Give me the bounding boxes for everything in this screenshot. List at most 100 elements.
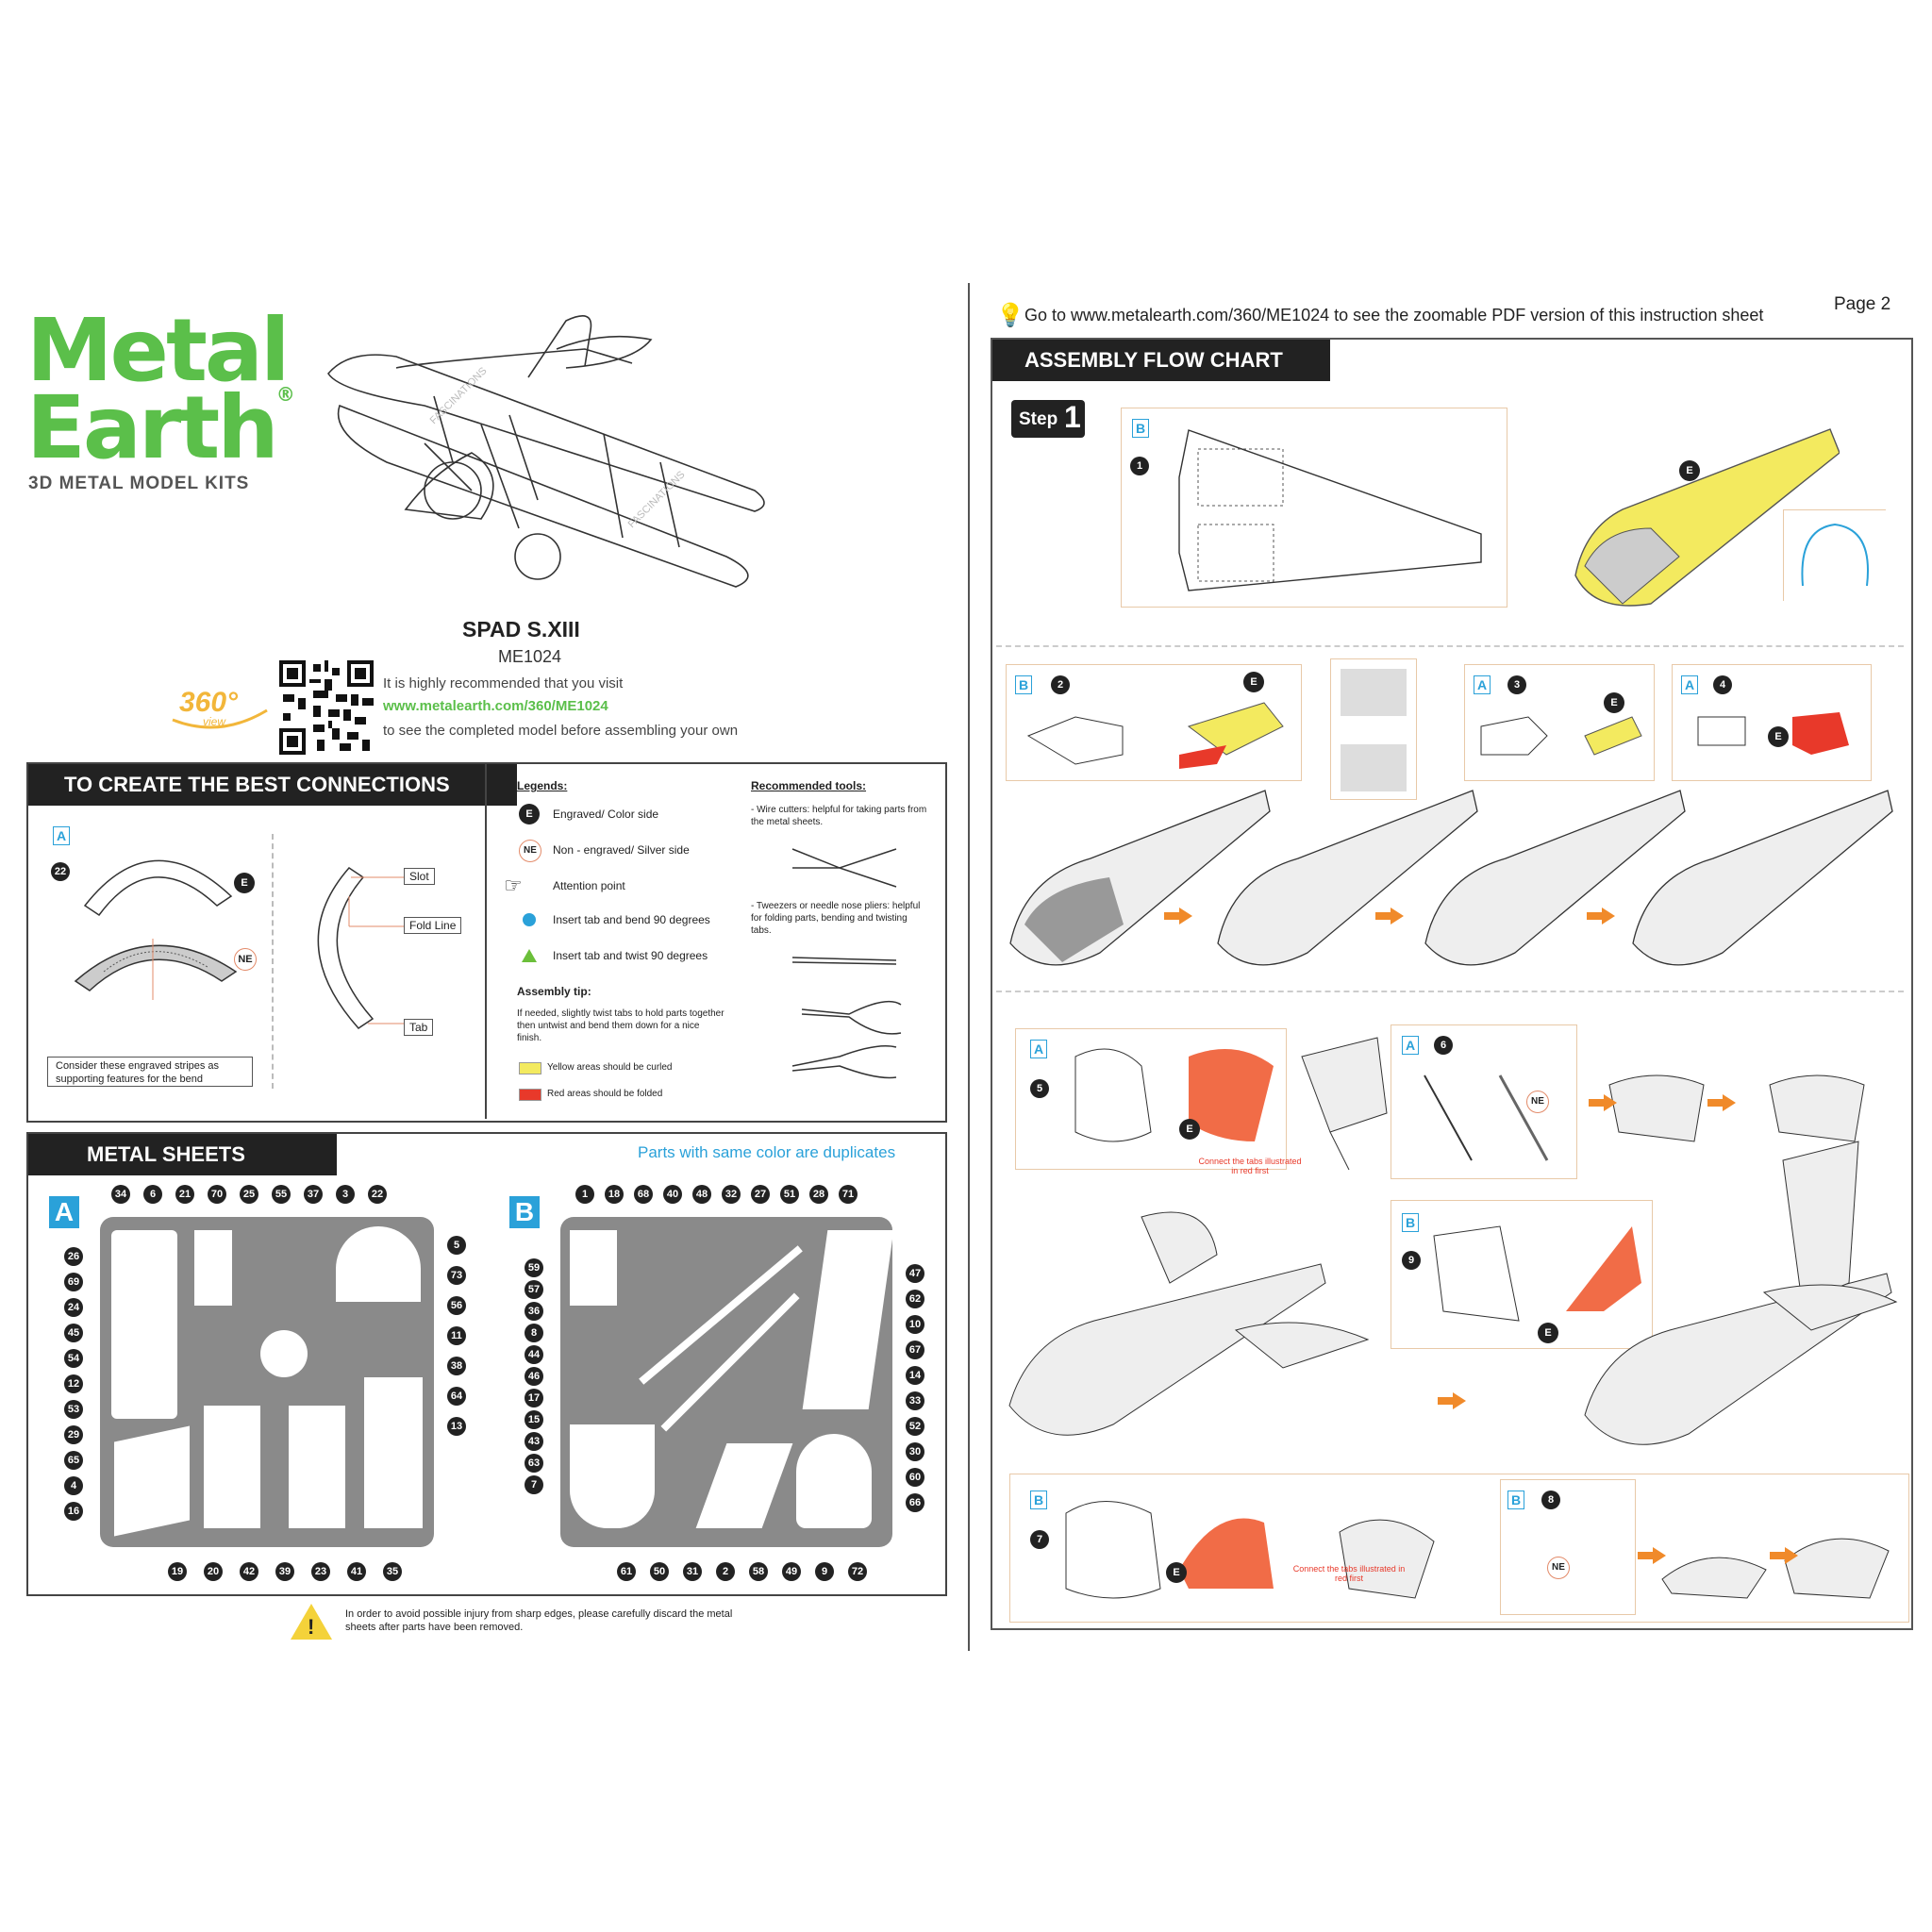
recommend-url[interactable]: www.metalearth.com/360/ME1024 (383, 698, 608, 714)
step-row-7-8 (1009, 1474, 1909, 1623)
part-number: 58 (749, 1562, 768, 1581)
hand-pointer-icon: ☞ (504, 874, 523, 897)
part-number: 12 (64, 1374, 83, 1393)
step-3-illustration (1480, 716, 1642, 756)
recommend-line1: It is highly recommended that you visit (383, 675, 624, 691)
part-number: 53 (64, 1400, 83, 1419)
wing-sequence (1661, 1538, 1890, 1599)
part-number: 65 (64, 1451, 83, 1470)
step-sheet-letter: A (1402, 1036, 1419, 1055)
step-box-5 (1015, 1028, 1287, 1170)
step-sheet-letter: A (1681, 675, 1698, 694)
step-number: 4 (1713, 675, 1732, 694)
step-sheet-letter: B (1402, 1213, 1419, 1232)
view360-small: view (203, 715, 226, 728)
fuselage-with-tail (1584, 1141, 1898, 1445)
part-number: 57 (525, 1280, 543, 1299)
part-number: 62 (906, 1290, 924, 1308)
part-number: 50 (650, 1562, 669, 1581)
part-number: 52 (906, 1417, 924, 1436)
brand-earth: Earth® (26, 377, 295, 478)
step-9-illustration (1433, 1225, 1641, 1322)
qr-code[interactable] (279, 660, 374, 755)
flow-arrow (1164, 908, 1192, 924)
step-sheet-letter: A (1474, 675, 1491, 694)
page-label: Page 2 (1834, 294, 1891, 314)
legend-item: Engraved/ Color side (553, 808, 659, 821)
recommend-line3: to see the completed model before assemb… (383, 723, 739, 739)
connections-title: TO CREATE THE BEST CONNECTIONS (28, 764, 517, 806)
part-number: 24 (64, 1298, 83, 1317)
connect-note: Connect the tabs illustrated in red firs… (1198, 1157, 1302, 1175)
sheet-a (100, 1217, 434, 1547)
step-sheet-letter: B (1132, 419, 1149, 438)
part-number: 51 (780, 1185, 799, 1204)
flow-arrow (1375, 908, 1404, 924)
part-number: 30 (906, 1442, 924, 1461)
legend-item: Attention point (553, 879, 625, 892)
red-note: Red areas should be folded (547, 1089, 663, 1099)
e-mark: E (1538, 1323, 1558, 1343)
step-box-2 (1006, 664, 1302, 781)
legend-ne-icon: NE (519, 840, 541, 862)
part-number: 66 (906, 1493, 924, 1512)
part-number: 3 (336, 1185, 355, 1204)
step-4-illustration (1697, 712, 1849, 755)
part-number: 11 (447, 1326, 466, 1345)
part-number: 25 (240, 1185, 258, 1204)
e-mark: E (1679, 460, 1700, 481)
step-number: 3 (1507, 675, 1526, 694)
part-number: 72 (848, 1562, 867, 1581)
step-box-9 (1391, 1200, 1653, 1349)
part-number: 44 (525, 1345, 543, 1364)
part-number: 28 (809, 1185, 828, 1204)
ne-mark: NE (1526, 1091, 1549, 1113)
part-number: 69 (64, 1273, 83, 1291)
e-mark: E (1179, 1119, 1200, 1140)
part-number: 38 (447, 1357, 466, 1375)
tip-text: If needed, slightly twist tabs to hold p… (517, 1008, 724, 1043)
step-number: 9 (1402, 1251, 1421, 1270)
part-number: 47 (906, 1264, 924, 1283)
tools-title: Recommended tools: (751, 779, 867, 792)
part-number: 40 (663, 1185, 682, 1204)
watermark: FASCINATIONS (626, 469, 688, 530)
step-sheet-letter: B (1030, 1491, 1047, 1509)
part-number: 21 (175, 1185, 194, 1204)
part-number: 67 (906, 1341, 924, 1359)
part-number: 22 (368, 1185, 387, 1204)
tools-pliers: - Tweezers or needle nose pliers: helpfu… (751, 901, 921, 936)
flow-arrow (1707, 1094, 1736, 1111)
part-number: 41 (347, 1562, 366, 1581)
part-number: 17 (525, 1389, 543, 1407)
part-number: 19 (168, 1562, 187, 1581)
metal-sheets-title: METAL SHEETS (28, 1134, 337, 1175)
part-number: 63 (525, 1454, 543, 1473)
row-divider (996, 645, 1904, 647)
e-mark: E (1243, 672, 1264, 692)
part-number: 18 (605, 1185, 624, 1204)
part-number: 55 (272, 1185, 291, 1204)
slot-label: Slot (404, 868, 435, 885)
flow-arrow (1589, 1094, 1617, 1111)
step-number: 2 (1051, 675, 1070, 694)
step-sheet-letter: B (1015, 675, 1032, 694)
part-number: 60 (906, 1468, 924, 1487)
part-number: 32 (722, 1185, 741, 1204)
flow-arrow (1770, 1547, 1798, 1564)
step-box-8 (1500, 1479, 1636, 1615)
flow-arrow (1587, 908, 1615, 924)
part-number: 27 (751, 1185, 770, 1204)
part-number: 56 (447, 1296, 466, 1315)
part-number: 37 (304, 1185, 323, 1204)
warning-exclaim: ! (308, 1615, 315, 1639)
step-number: 8 (1541, 1491, 1560, 1509)
part-number: 22 (51, 862, 70, 881)
flow-chart-panel (991, 338, 1913, 1630)
